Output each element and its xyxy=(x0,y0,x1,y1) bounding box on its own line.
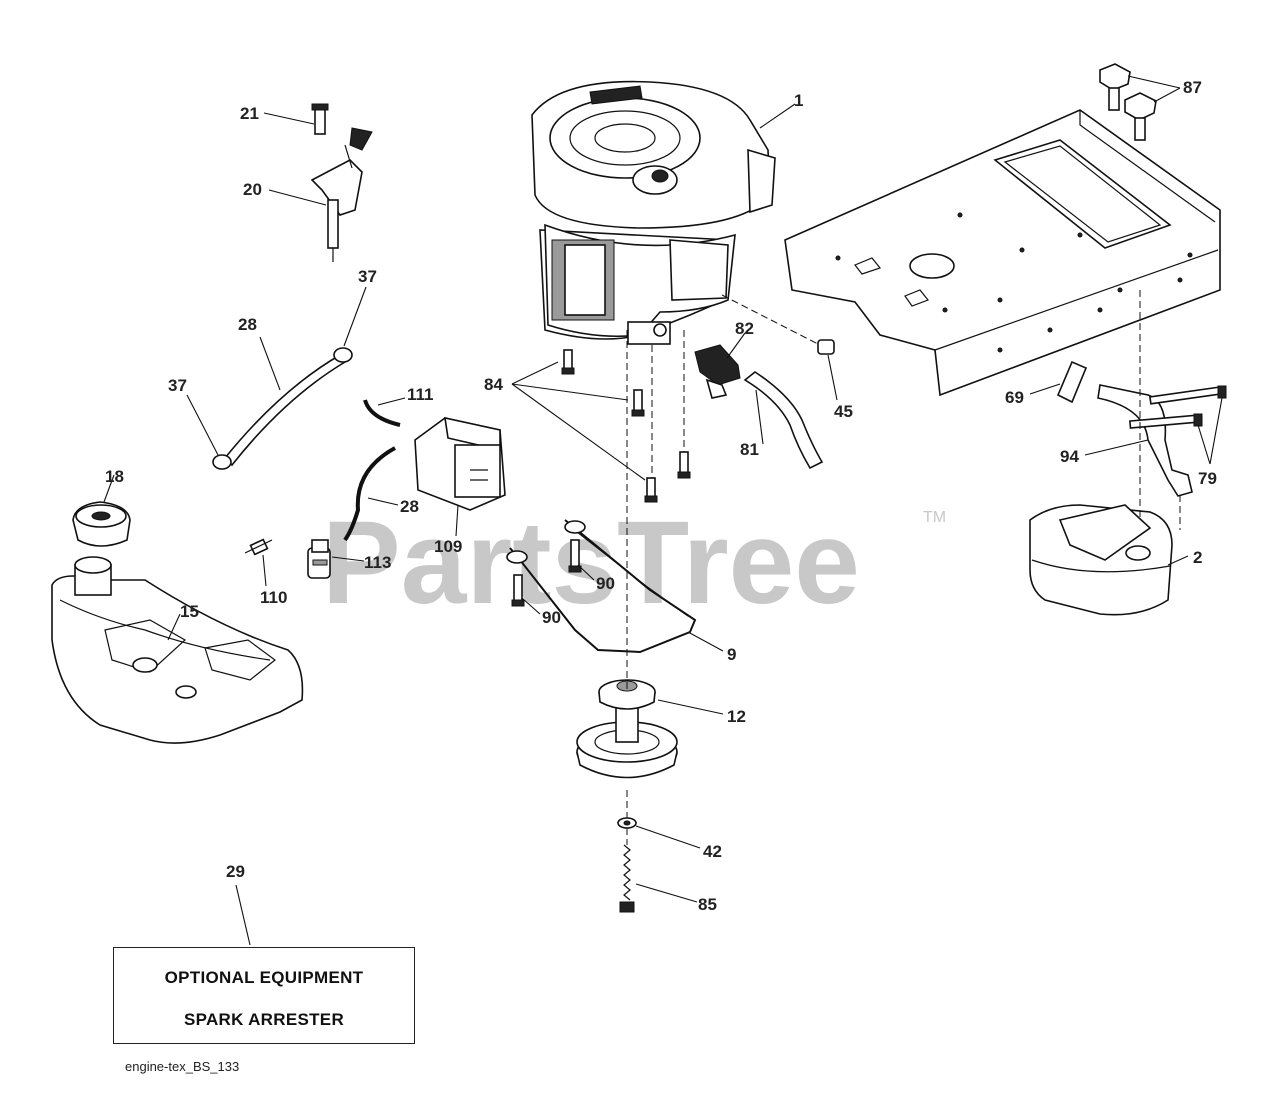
callout-84[interactable]: 84 xyxy=(484,375,503,394)
engine-part[interactable] xyxy=(531,80,821,346)
callout-113[interactable]: 113 xyxy=(364,553,391,572)
fuel-filter-109-part[interactable] xyxy=(414,416,506,511)
callout-37-lower[interactable]: 37 xyxy=(168,376,187,395)
belt-guide-9-part[interactable] xyxy=(506,519,697,654)
callout-20[interactable]: 20 xyxy=(243,180,262,199)
gasket-69-part[interactable] xyxy=(1056,360,1088,404)
callout-9[interactable]: 9 xyxy=(727,645,736,664)
frame-plate-part[interactable] xyxy=(784,109,1221,397)
diagram-code: engine-tex_BS_133 xyxy=(125,1059,240,1074)
callout-110[interactable]: 110 xyxy=(260,588,287,607)
callout-2[interactable]: 2 xyxy=(1193,548,1202,567)
callout-28-upper[interactable]: 28 xyxy=(238,315,257,334)
callout-45[interactable]: 45 xyxy=(834,402,853,421)
watermark-text: PartsTree xyxy=(322,497,860,629)
oil-drain-fitting-82-part[interactable] xyxy=(694,344,741,399)
bolts-84-part[interactable] xyxy=(561,349,691,503)
callout-28-lower[interactable]: 28 xyxy=(400,497,419,516)
callout-1[interactable]: 1 xyxy=(794,91,803,110)
bolt-85-part[interactable] xyxy=(619,844,635,913)
bolts-79-part[interactable] xyxy=(1129,385,1227,429)
shutoff-valve-113-part[interactable] xyxy=(307,539,331,579)
fuel-cap-part[interactable] xyxy=(72,501,131,547)
callout-87[interactable]: 87 xyxy=(1183,78,1202,97)
clamp-37-lower-part[interactable] xyxy=(212,454,232,470)
callout-111[interactable]: 111 xyxy=(407,385,434,404)
spark-arrester-label: SPARK ARRESTER xyxy=(183,1010,345,1029)
washer-42-part[interactable] xyxy=(617,817,637,829)
callout-81[interactable]: 81 xyxy=(740,440,759,459)
engine-pulley-12-part[interactable] xyxy=(576,679,678,779)
callout-90-lower[interactable]: 90 xyxy=(542,608,561,627)
callout-15[interactable]: 15 xyxy=(180,602,199,621)
bolt-90-lower-part[interactable] xyxy=(511,574,525,607)
callout-82[interactable]: 82 xyxy=(735,319,754,338)
callout-94[interactable]: 94 xyxy=(1060,447,1079,466)
callout-37-upper[interactable]: 37 xyxy=(358,267,377,286)
nut-45-part[interactable] xyxy=(817,339,835,355)
fuel-line-111-part[interactable] xyxy=(363,399,401,427)
screw-21-part[interactable] xyxy=(311,103,329,135)
callout-21[interactable]: 21 xyxy=(240,104,259,123)
fuel-tank-part[interactable] xyxy=(51,556,304,744)
callout-42[interactable]: 42 xyxy=(703,842,722,861)
callout-18[interactable]: 18 xyxy=(105,467,124,486)
exhaust-pipe-94-part[interactable] xyxy=(1097,384,1193,497)
fitting-110-part[interactable] xyxy=(244,538,273,556)
fuel-line-lower-part[interactable] xyxy=(343,446,396,542)
throttle-control-part[interactable] xyxy=(310,127,373,262)
callout-29[interactable]: 29 xyxy=(226,862,245,881)
bolt-87-b-part[interactable] xyxy=(1124,92,1157,141)
drain-hose-81-part[interactable] xyxy=(743,371,824,470)
callout-79[interactable]: 79 xyxy=(1198,469,1217,488)
callout-85[interactable]: 85 xyxy=(698,895,717,914)
watermark-trademark: TM xyxy=(923,509,946,526)
optional-equipment-title: OPTIONAL EQUIPMENT xyxy=(164,968,364,987)
muffler-2-part[interactable] xyxy=(1029,504,1173,616)
bolt-90-upper-part[interactable] xyxy=(568,539,582,573)
fuel-line-upper-part[interactable] xyxy=(223,353,347,467)
callout-90-upper[interactable]: 90 xyxy=(596,574,615,593)
callout-12[interactable]: 12 xyxy=(727,707,746,726)
callout-109[interactable]: 109 xyxy=(434,537,462,556)
callout-69[interactable]: 69 xyxy=(1005,388,1024,407)
optional-equipment-box: OPTIONAL EQUIPMENT SPARK ARRESTER xyxy=(113,947,415,1044)
clamp-37-upper-part[interactable] xyxy=(333,347,353,363)
bolt-87-a-part[interactable] xyxy=(1099,63,1131,111)
